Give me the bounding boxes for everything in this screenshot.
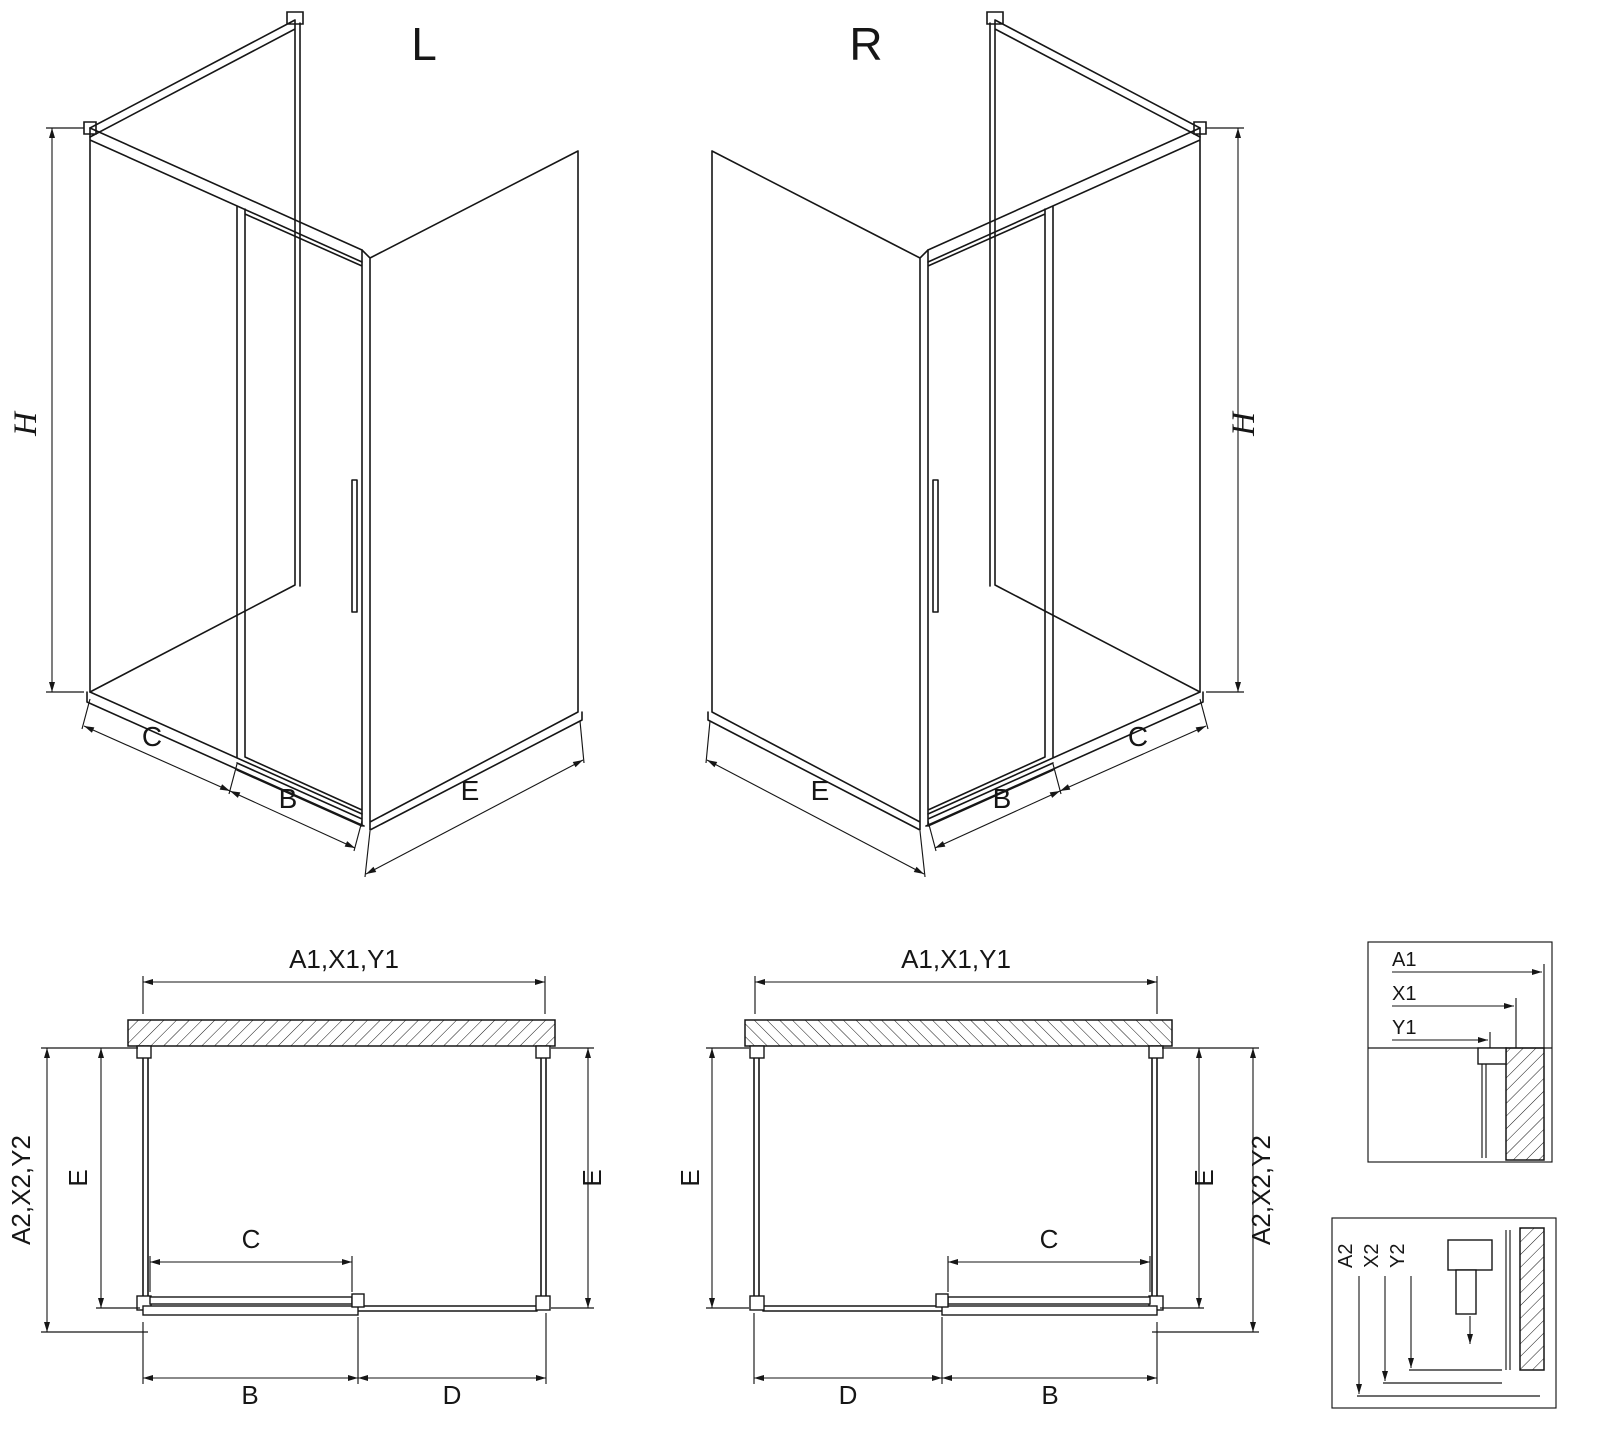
detail-bottom-wall-hatch [1519, 1227, 1545, 1371]
detail-top-label-y1: Y1 [1392, 1017, 1416, 1039]
plan-view-left: A1,X1,Y1 A2,X2,Y2 E E C B D [6, 944, 607, 1410]
detail-top-profile [1477, 1047, 1507, 1065]
detail-top-extension-lines [1489, 964, 1545, 1048]
plan-left-dim-e-left: E [63, 1169, 93, 1186]
detail-bottom-glass [1505, 1230, 1511, 1370]
plan-right-dim-top: A1,X1,Y1 [901, 944, 1011, 974]
plan-left-dim-b: B [241, 1380, 258, 1410]
plan-right-dim-c: C [1040, 1224, 1059, 1254]
detail-bottom-door-profile [1447, 1239, 1493, 1271]
plan-right-dim-d: D [839, 1380, 858, 1410]
plan-right-dim-e-left: E [675, 1169, 705, 1186]
dim-label-h-right: H [1226, 410, 1262, 437]
plan-right-dim-side: A2,X2,Y2 [1246, 1135, 1276, 1245]
plan-left-dim-e-right: E [577, 1169, 607, 1186]
iso-view-left: L H C B E [8, 12, 584, 877]
detail-bottom-label-x2: X2 [1361, 1244, 1383, 1268]
dim-label-e-right: E [811, 775, 830, 806]
dim-label-b-left: B [279, 783, 298, 814]
dim-label-e-left: E [461, 775, 480, 806]
dim-label-c-right: C [1128, 721, 1148, 752]
detail-bottom-label-a2: A2 [1335, 1244, 1357, 1268]
dim-label-c-left: C [142, 721, 162, 752]
detail-bottom-glass-holder [1455, 1269, 1477, 1315]
detail-top-frame [1367, 941, 1553, 1163]
variant-label-right: R [849, 18, 882, 70]
detail-bottom-label-y2: Y2 [1387, 1244, 1409, 1268]
variant-label-left: L [411, 18, 437, 70]
detail-view-top: A1 X1 Y1 [1367, 941, 1553, 1163]
dim-label-h-left: H [8, 410, 44, 437]
plan-left-dim-c: C [242, 1224, 261, 1254]
detail-view-bottom: A2 X2 Y2 [1331, 1217, 1557, 1409]
dim-label-b-right: B [993, 783, 1012, 814]
iso-right-geometry [706, 12, 1244, 877]
detail-top-label-a1: A1 [1392, 949, 1416, 971]
detail-top-label-x1: X1 [1392, 983, 1416, 1005]
plan-right-dim-e-right: E [1189, 1169, 1219, 1186]
plan-right-geometry [706, 976, 1259, 1384]
plan-left-dim-d: D [443, 1380, 462, 1410]
detail-bottom-frame [1331, 1217, 1557, 1409]
detail-bottom-layer-lines [1357, 1369, 1540, 1397]
iso-left-geometry [46, 12, 584, 877]
plan-right-dim-b: B [1041, 1380, 1058, 1410]
plan-left-dim-top: A1,X1,Y1 [289, 944, 399, 974]
detail-top-glass [1481, 1048, 1487, 1158]
detail-top-wall-hatch [1505, 1047, 1545, 1161]
plan-left-geometry [41, 976, 594, 1384]
plan-view-right: A1,X1,Y1 A2,X2,Y2 E E C D B [675, 944, 1276, 1410]
plan-left-dim-side: A2,X2,Y2 [6, 1135, 36, 1245]
iso-view-right: R H C B E [706, 12, 1262, 877]
